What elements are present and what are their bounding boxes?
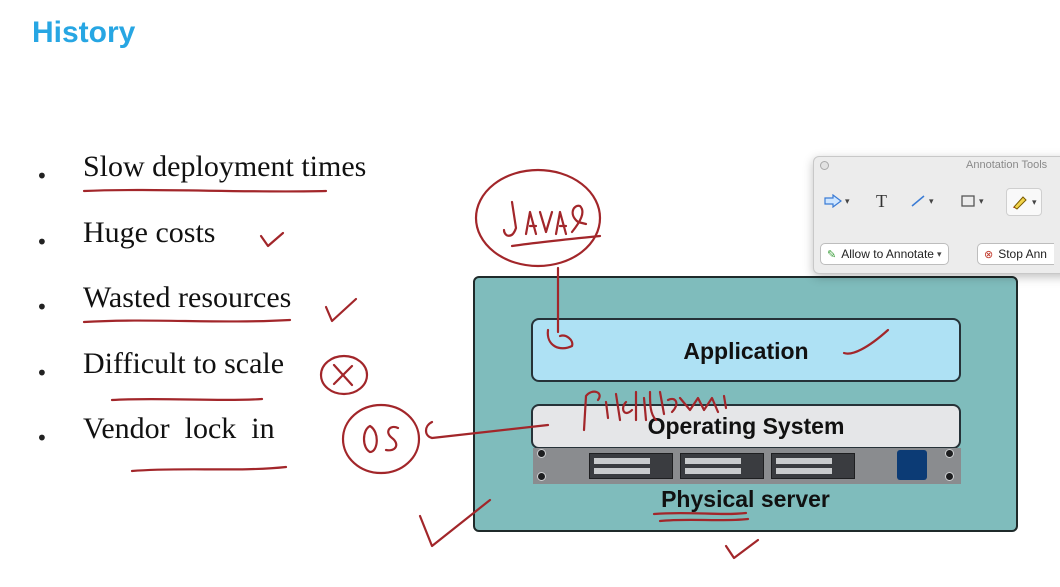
bullet-text: Difficult to scale xyxy=(83,347,285,380)
pen-tool-button[interactable]: ▾ xyxy=(1006,188,1042,216)
drive-bay-icon xyxy=(771,453,855,479)
stop-annotating-button[interactable]: ⊗ Stop Ann xyxy=(977,243,1054,265)
application-label: Application xyxy=(683,338,809,364)
chevron-down-icon: ▾ xyxy=(1032,196,1037,207)
line-tool-button[interactable]: ▾ xyxy=(910,187,934,215)
drive-bay-icon xyxy=(589,453,673,479)
power-button-icon xyxy=(897,450,927,480)
text-icon: T xyxy=(876,190,887,211)
chevron-down-icon: ▾ xyxy=(929,195,934,206)
java-note-text xyxy=(502,200,588,237)
bullet-text: Huge costs xyxy=(83,216,216,249)
text-tool-button[interactable]: T xyxy=(876,187,887,215)
chevron-down-icon: ▾ xyxy=(936,248,942,259)
circle-mark xyxy=(474,168,602,268)
stop-icon: ⊗ xyxy=(984,248,994,261)
underline-stroke xyxy=(82,318,292,324)
bullet-marker: • xyxy=(36,426,48,450)
bullet-marker: • xyxy=(36,361,48,385)
screw-icon xyxy=(537,449,546,458)
arrow-icon xyxy=(824,194,842,208)
x-mark xyxy=(332,363,354,387)
line-icon xyxy=(911,195,925,207)
screw-icon xyxy=(945,449,954,458)
bullet-text: Vendor lock in xyxy=(83,412,275,445)
check-mark xyxy=(259,231,285,248)
bullet-marker: • xyxy=(36,295,48,319)
pen-icon xyxy=(1013,196,1027,210)
toolbar-title: Annotation Tools xyxy=(966,159,1048,171)
rectangle-icon xyxy=(961,195,975,207)
allow-button-label: Allow to Annotate xyxy=(841,247,934,261)
bullet-text: Slow deployment times xyxy=(83,150,367,183)
application-layer: Application xyxy=(531,318,961,382)
allow-to-annotate-button[interactable]: ✎ Allow to Annotate ▾ xyxy=(820,243,950,265)
drive-bay-icon xyxy=(680,453,764,479)
physical-server-label: Physical server xyxy=(661,486,830,512)
chevron-down-icon: ▾ xyxy=(979,195,984,206)
slide-title: History xyxy=(32,16,136,49)
arrow-tool-button[interactable]: ▾ xyxy=(824,187,850,215)
bullet-marker: • xyxy=(36,164,48,188)
os-label: Operating System xyxy=(647,413,845,439)
screw-icon xyxy=(537,472,546,481)
bullet-marker: • xyxy=(36,230,48,254)
circle-mark xyxy=(341,403,421,475)
close-icon[interactable] xyxy=(820,161,829,170)
circle-mark xyxy=(319,354,369,396)
underline-stroke xyxy=(110,397,264,402)
check-mark xyxy=(724,538,760,560)
bullet-text: Wasted resources xyxy=(83,281,292,314)
check-mark xyxy=(324,297,358,323)
operating-system-layer: Operating System xyxy=(531,404,961,449)
server-rack-icon xyxy=(533,448,961,484)
annotation-toolbar: Annotation Tools ▾ T ▾ ▾ ▾ ✎ Allow to An… xyxy=(813,156,1060,274)
annotate-icon: ✎ xyxy=(827,248,837,261)
underline-stroke xyxy=(82,188,328,193)
shape-tool-button[interactable]: ▾ xyxy=(960,187,984,215)
underline-stroke xyxy=(510,234,602,248)
os-note-text xyxy=(362,424,400,454)
stop-button-label: Stop Ann xyxy=(998,247,1047,261)
screw-icon xyxy=(945,472,954,481)
underline-stroke xyxy=(130,465,288,473)
chevron-down-icon: ▾ xyxy=(845,195,850,206)
